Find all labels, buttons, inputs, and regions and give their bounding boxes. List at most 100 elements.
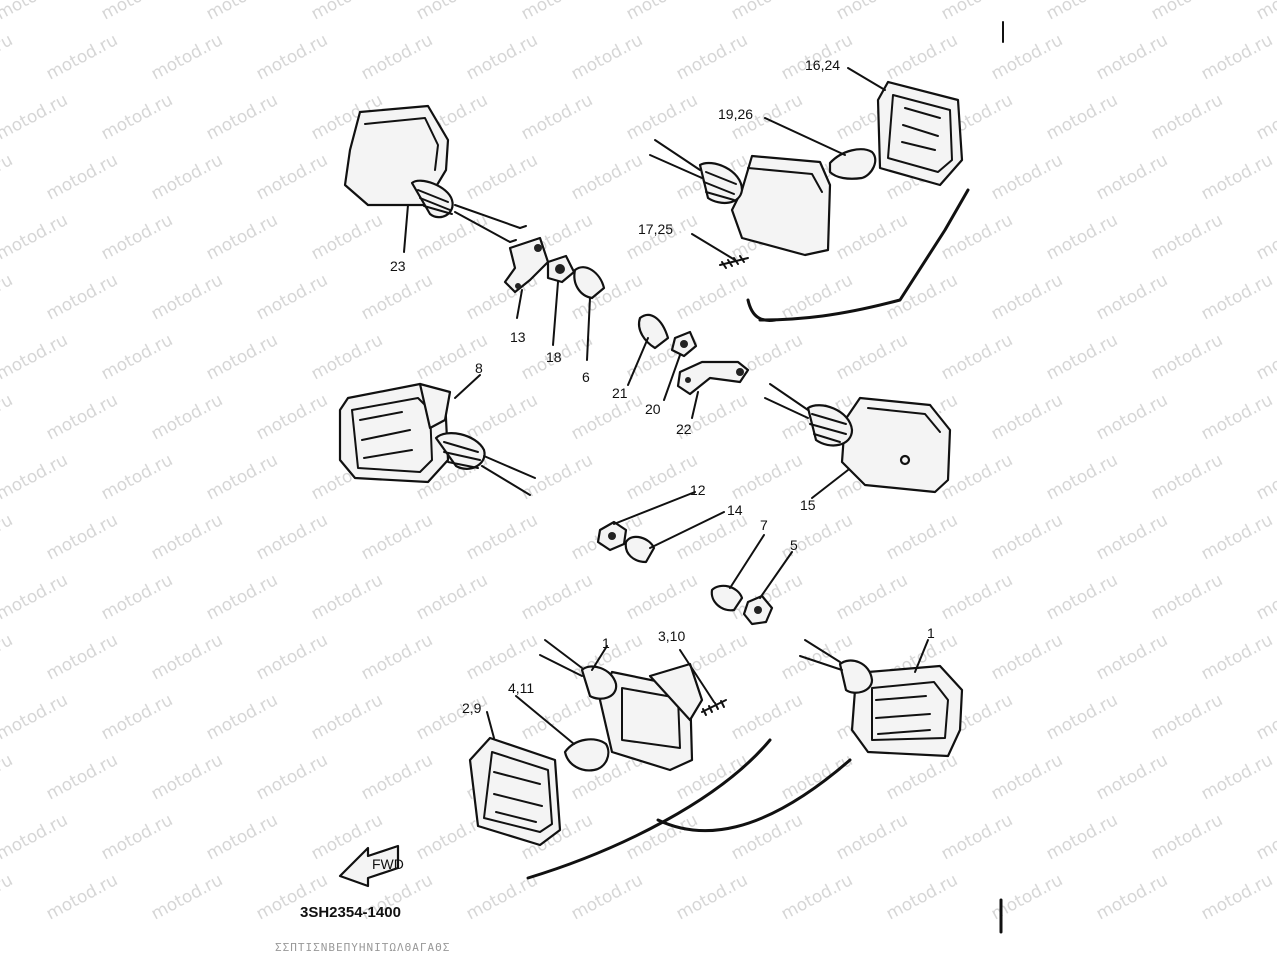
watermark-text: motod.ru: [0, 210, 71, 264]
watermark-text: motod.ru: [0, 0, 71, 24]
watermark-text: motod.ru: [728, 0, 806, 24]
watermark-text: motod.ru: [1093, 510, 1171, 564]
watermark-text: motod.ru: [673, 270, 751, 324]
watermark-text: motod.ru: [0, 750, 16, 804]
watermark-text: motod.ru: [988, 30, 1066, 84]
watermark-text: motod.ru: [1253, 810, 1277, 864]
watermark-text: motod.ru: [1043, 690, 1121, 744]
watermark-text: motod.ru: [98, 810, 176, 864]
watermark-text: motod.ru: [0, 870, 16, 924]
watermark-text: motod.ru: [358, 510, 436, 564]
watermark-text: motod.ru: [0, 450, 71, 504]
watermark-text: motod.ru: [0, 90, 71, 144]
watermark-text: motod.ru: [413, 570, 491, 624]
watermark-text: motod.ru: [518, 0, 596, 24]
watermark-text: motod.ru: [938, 210, 1016, 264]
watermark-text: motod.ru: [98, 690, 176, 744]
watermark-text: motod.ru: [728, 450, 806, 504]
watermark-text: motod.ru: [1198, 750, 1276, 804]
watermark-text: motod.ru: [673, 30, 751, 84]
watermark-text: motod.ru: [883, 30, 961, 84]
mounting-parts-upper-left: [503, 236, 606, 361]
watermark-text: motod.ru: [308, 690, 386, 744]
watermark-text: motod.ru: [988, 270, 1066, 324]
watermark-text: motod.ru: [43, 870, 121, 924]
watermark-text: motod.ru: [568, 870, 646, 924]
watermark-text: motod.ru: [43, 150, 121, 204]
watermark-text: motod.ru: [43, 30, 121, 84]
watermark-text: motod.ru: [253, 150, 331, 204]
callout-21: 21: [612, 385, 628, 401]
watermark-layer: motod.ru motod.ru motod.ru motod.ru motod.ru…: [0, 0, 1277, 924]
watermark-text: motod.ru: [0, 690, 71, 744]
watermark-text: motod.ru: [148, 390, 226, 444]
watermark-text: motod.ru: [43, 750, 121, 804]
watermark-text: motod.ru: [938, 570, 1016, 624]
footer-scan-text: ΣΣΠΤΙΣΝΒΕΠΥΗΝΙΤΩΛΘΑΓΑΘΣ: [275, 941, 450, 954]
watermark-text: motod.ru: [98, 450, 176, 504]
watermark-text: motod.ru: [253, 270, 331, 324]
watermark-text: motod.ru: [1253, 570, 1277, 624]
watermark-text: motod.ru: [148, 30, 226, 84]
watermark-text: motod.ru: [1148, 810, 1226, 864]
watermark-text: motod.ru: [148, 630, 226, 684]
watermark-text: motod.ru: [938, 810, 1016, 864]
watermark-text: motod.ru: [413, 210, 491, 264]
watermark-text: motod.ru: [253, 750, 331, 804]
leader-23: [403, 204, 409, 253]
watermark-text: motod.ru: [358, 30, 436, 84]
watermark-text: motod.ru: [1093, 870, 1171, 924]
watermark-text: motod.ru: [1148, 570, 1226, 624]
forward-direction-arrow: FWD: [338, 844, 404, 888]
watermark-text: motod.ru: [1093, 150, 1171, 204]
watermark-text: motod.ru: [98, 90, 176, 144]
watermark-text: motod.ru: [308, 330, 386, 384]
callout-2-9: 2,9: [462, 700, 482, 716]
turn-signal-top-left: [343, 104, 527, 243]
watermark-text: motod.ru: [463, 30, 541, 84]
watermark-text: motod.ru: [1093, 750, 1171, 804]
watermark-text: motod.ru: [568, 30, 646, 84]
watermark-text: motod.ru: [988, 630, 1066, 684]
watermark-text: motod.ru: [0, 570, 71, 624]
watermark-text: motod.ru: [308, 0, 386, 24]
watermark-text: motod.ru: [883, 510, 961, 564]
watermark-text: motod.ru: [673, 870, 751, 924]
watermark-text: motod.ru: [0, 630, 16, 684]
callout-1-right: 1: [927, 625, 935, 641]
watermark-text: motod.ru: [518, 450, 596, 504]
watermark-text: motod.ru: [148, 150, 226, 204]
watermark-text: motod.ru: [988, 390, 1066, 444]
turn-signal-middle-left: [338, 374, 536, 496]
watermark-text: motod.ru: [203, 90, 281, 144]
watermark-text: motod.ru: [1253, 210, 1277, 264]
watermark-text: motod.ru: [1198, 30, 1276, 84]
turn-signal-top-right: [649, 80, 970, 322]
grommet-and-nut-7-5: [710, 534, 793, 626]
watermark-text: motod.ru: [203, 450, 281, 504]
watermark-text: motod.ru: [988, 150, 1066, 204]
watermark-text: motod.ru: [0, 150, 16, 204]
watermark-text: motod.ru: [203, 0, 281, 24]
watermark-text: motod.ru: [938, 330, 1016, 384]
watermark-text: motod.ru: [1043, 570, 1121, 624]
watermark-text: motod.ru: [778, 870, 856, 924]
watermark-text: motod.ru: [203, 690, 281, 744]
watermark-text: motod.ru: [463, 390, 541, 444]
watermark-text: motod.ru: [98, 570, 176, 624]
watermark-text: motod.ru: [358, 750, 436, 804]
callout-1-center: 1: [602, 635, 610, 651]
callout-18: 18: [546, 349, 562, 365]
turn-signal-middle-right: [764, 383, 952, 499]
watermark-text: motod.ru: [1093, 390, 1171, 444]
turn-signal-bottom-center: [468, 639, 852, 880]
watermark-text: motod.ru: [203, 330, 281, 384]
watermark-text: motod.ru: [0, 330, 71, 384]
leader-16-24: [847, 67, 886, 91]
watermark-text: motod.ru: [0, 30, 16, 84]
watermark-text: motod.ru: [778, 750, 856, 804]
leader-17-25: [691, 233, 736, 261]
callout-16-24: 16,24: [805, 57, 840, 73]
watermark-text: motod.ru: [463, 510, 541, 564]
watermark-text: motod.ru: [413, 690, 491, 744]
